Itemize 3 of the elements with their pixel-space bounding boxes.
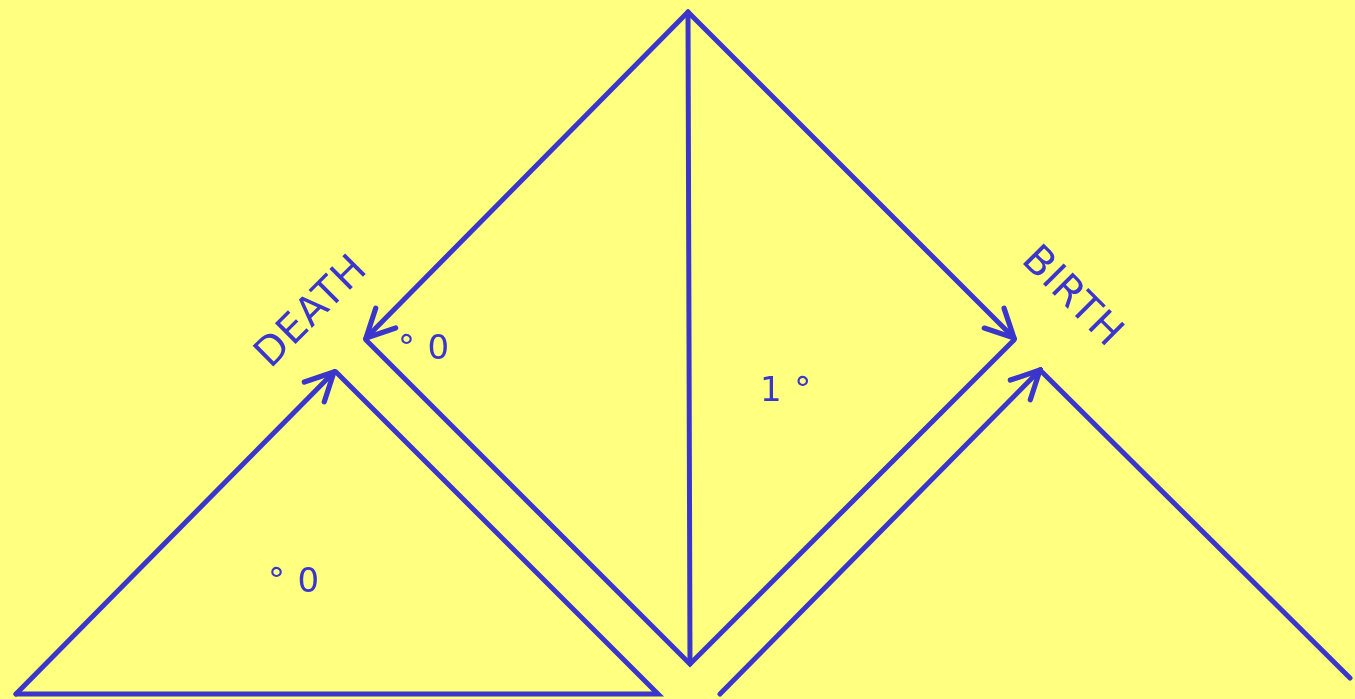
point-label: 1 °	[760, 372, 812, 406]
point-label: ° 0	[398, 330, 450, 364]
point-label: ° 0	[268, 563, 320, 597]
